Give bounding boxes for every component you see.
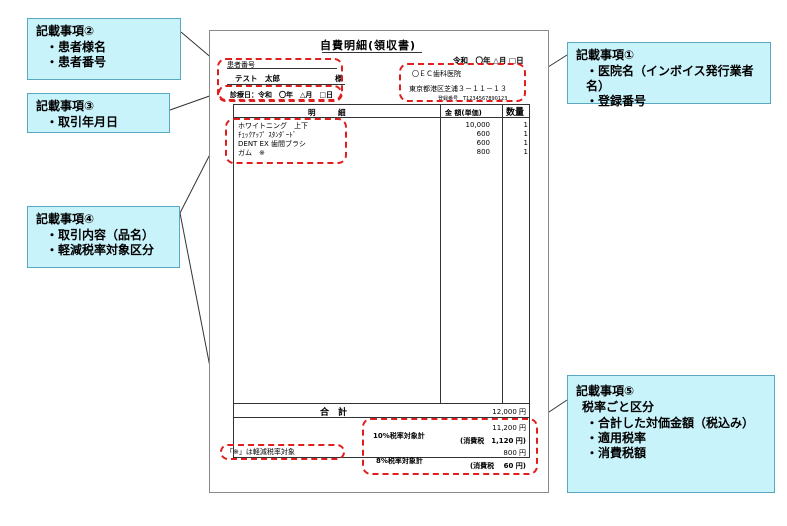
item-qty: 1 — [523, 148, 528, 156]
tax8-label: 8%税率対象計 — [376, 457, 423, 465]
column-header-qty: 数量 — [506, 108, 525, 118]
item-amount: 800 — [476, 148, 490, 156]
highlight-clinic — [399, 63, 526, 102]
table-total-top — [233, 403, 530, 404]
tax10-label: 10%税率対象計 — [373, 432, 425, 440]
table-col-divider-1 — [440, 104, 441, 404]
callout-title: 記載事項⑤ — [576, 384, 635, 398]
column-header-amount: 金 額(単価) — [445, 109, 482, 117]
callout-line: ・取引年月日 — [46, 115, 119, 129]
callout-title: 記載事項① — [576, 48, 635, 62]
callout-item-2: 記載事項② ・患者様名 ・患者番号 — [27, 18, 181, 80]
patient-name-underline — [227, 84, 345, 85]
item-amount: 600 — [476, 139, 490, 147]
highlight-tax — [362, 418, 538, 475]
table-header-line — [233, 117, 530, 118]
item-qty: 1 — [523, 139, 528, 147]
callout-line: ・医院名（インボイス発行業者名） — [586, 64, 754, 93]
table-total-bottom — [233, 417, 530, 418]
item-amount: 10,000 — [465, 121, 491, 129]
highlight-items — [225, 118, 347, 164]
detail-table — [233, 104, 530, 458]
callout-line: ・患者番号 — [46, 55, 107, 69]
item-qty: 1 — [523, 130, 528, 138]
patient-name: テスト 太郎 — [235, 74, 280, 83]
visit-date: 診療日：令和 〇年 △月 □日 — [230, 91, 333, 99]
issue-date: 令和 〇年 △月 □日 — [453, 56, 524, 65]
total-label: 合 計 — [320, 408, 348, 418]
tax8-tax: (消費税 60 円) — [469, 462, 526, 470]
callout-line: ・登録番号 — [586, 94, 647, 108]
callout-line: ・取引内容（品名） — [46, 228, 155, 242]
item-name: ﾁｪｯｸｱｯﾌﾟ ｽﾀﾝﾀﾞｰﾄﾞ — [238, 131, 297, 139]
callout-line: ・適用税率 — [586, 431, 647, 445]
tax10-amount: 11,200 円 — [492, 424, 526, 432]
total-value: 12,000 円 — [492, 408, 526, 416]
receipt-title: 自費明細(領収書) — [320, 39, 417, 52]
patient-number-underline — [227, 68, 337, 69]
reduced-rate-note: 「※」は軽減税率対象 — [226, 448, 295, 456]
item-name: ホワイトニング 上下 — [238, 122, 308, 130]
callout-title: 記載事項④ — [36, 212, 95, 226]
callout-line: ・合計した対価金額（税込み） — [586, 416, 755, 430]
callout-item-1: 記載事項① ・医院名（インボイス発行業者名） ・登録番号 — [567, 42, 771, 108]
clinic-name: 〇ＥＣ歯科医院 — [412, 70, 461, 78]
item-qty: 1 — [523, 121, 528, 129]
patient-number-label: 患者番号 — [227, 61, 255, 69]
item-name: ガム ※ — [238, 149, 265, 157]
tax10-tax: (消費税 1,120 円) — [460, 437, 526, 445]
highlight-patient — [217, 58, 343, 102]
column-header-item: 明 細 — [308, 108, 346, 117]
callout-line: ・消費税額 — [586, 446, 647, 460]
callout-item-3: 記載事項③ ・取引年月日 — [27, 93, 170, 133]
title-underline — [322, 52, 422, 53]
receipt-paper — [209, 30, 549, 493]
table-col-divider-2 — [502, 104, 503, 404]
callout-title: 記載事項② — [36, 24, 95, 38]
highlight-visit-date — [218, 85, 342, 101]
item-name: DENT EX 歯間ブラシ — [238, 140, 306, 148]
tax8-amount: 800 円 — [503, 449, 526, 457]
clinic-address: 東京都港区芝浦３－１１－１３ — [409, 85, 507, 93]
registration-number: 登録番号 T1234567890123 — [438, 96, 508, 102]
callout-title: 記載事項③ — [36, 99, 95, 113]
highlight-reduced-note — [220, 444, 345, 460]
callout-item-5: 記載事項⑤ 税率ごと区分 ・合計した対価金額（税込み） ・適用税率 ・消費税額 — [567, 375, 775, 493]
callout-line: ・患者様名 — [46, 40, 107, 54]
callout-line: ・軽減税率対象区分 — [46, 243, 155, 257]
patient-honorific: 様 — [335, 74, 343, 83]
callout-item-4: 記載事項④ ・取引内容（品名） ・軽減税率対象区分 — [27, 206, 180, 268]
callout-subtitle: 税率ごと区分 — [582, 400, 655, 414]
item-amount: 600 — [476, 130, 490, 138]
